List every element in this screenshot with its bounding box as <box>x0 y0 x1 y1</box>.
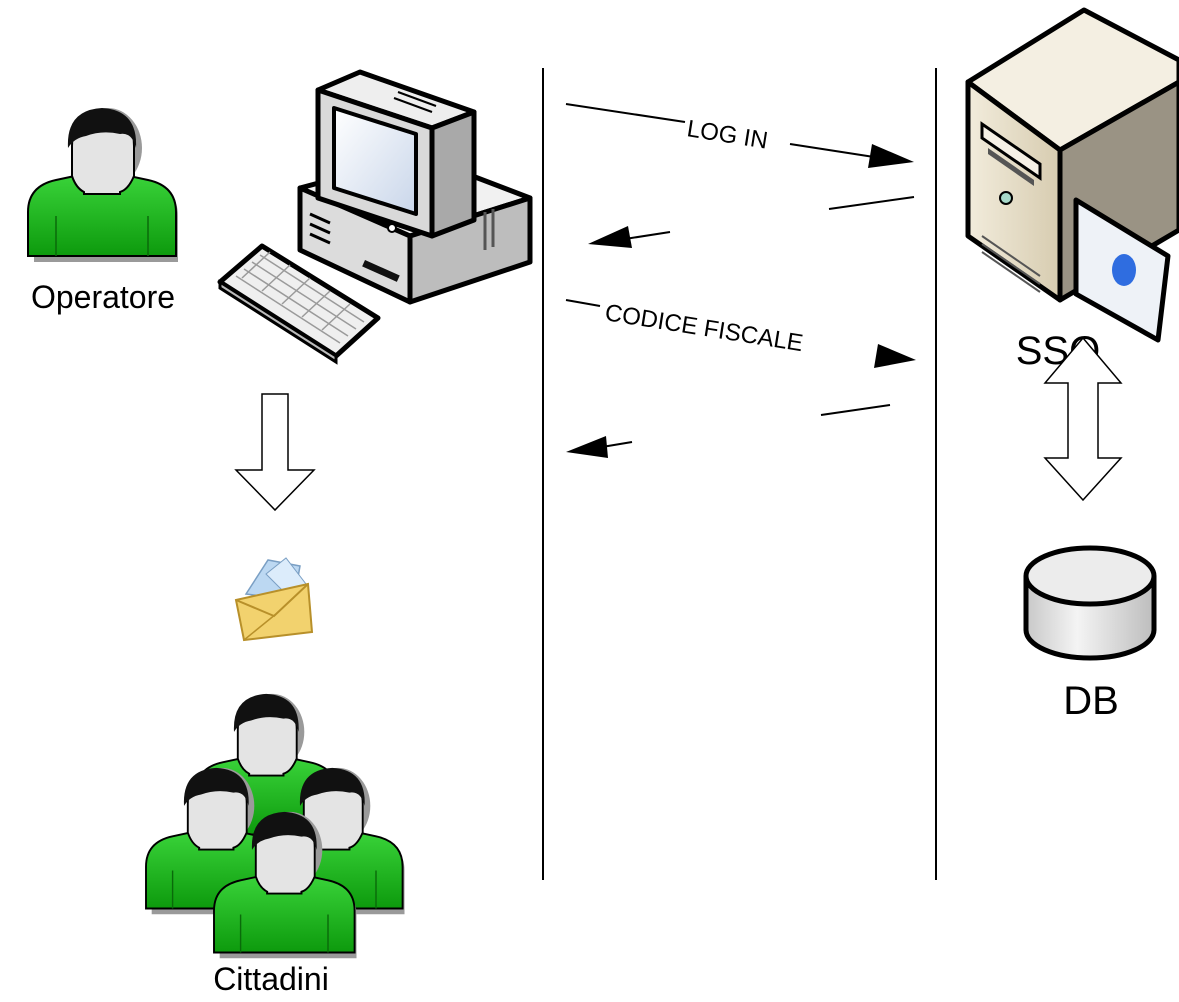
operator-person-icon <box>27 107 179 263</box>
double-arrow-icon <box>1043 336 1123 502</box>
down-arrow-icon <box>234 393 316 512</box>
db-label: DB <box>1063 679 1119 723</box>
database-cylinder-icon <box>1023 545 1157 661</box>
citizens-label: Cittadini <box>213 961 329 997</box>
fiscal-code-request-arrow <box>565 299 916 368</box>
citizens-group-icon <box>145 692 406 960</box>
login-request-arrow <box>565 103 914 168</box>
operator-label: Operatore <box>31 279 175 315</box>
desktop-computer-icon <box>217 69 533 365</box>
login-message-label: LOG IN <box>685 115 770 154</box>
fiscal-code-message-label: CODICE FISCALE <box>603 299 805 357</box>
server-icon <box>965 7 1179 343</box>
login-response-arrow <box>588 196 915 248</box>
fiscal-code-response-arrow <box>566 404 891 458</box>
open-envelope-icon <box>234 557 314 642</box>
